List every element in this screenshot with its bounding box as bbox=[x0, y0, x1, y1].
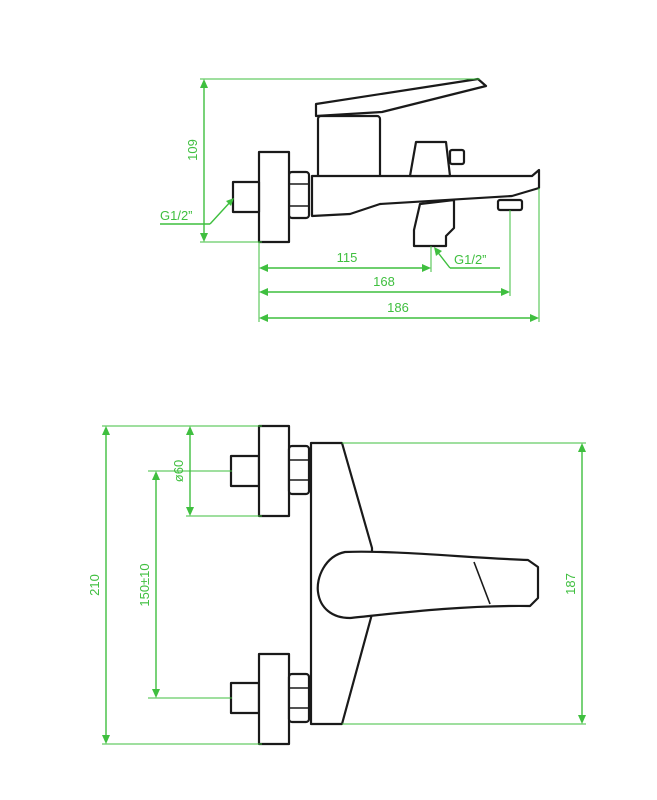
front-lever bbox=[316, 550, 540, 620]
shower-outlet bbox=[412, 198, 456, 248]
wall-flange bbox=[257, 150, 291, 244]
side-view-faucet bbox=[231, 77, 541, 248]
diverter-cap bbox=[448, 148, 466, 166]
diverter-knob bbox=[408, 140, 452, 178]
front-view-faucet bbox=[229, 424, 540, 746]
front-view-dimensions: 210 ø60 150±10 187 bbox=[87, 425, 586, 745]
dim-centers-label: 150±10 bbox=[137, 563, 152, 606]
upper-hex-nut bbox=[287, 444, 311, 496]
dim-total-height-label: 210 bbox=[87, 574, 102, 596]
inlet-thread-label: G1/2” bbox=[160, 208, 193, 223]
lower-inlet-pipe bbox=[229, 681, 261, 715]
upper-flange bbox=[257, 424, 291, 518]
dim-186-label: 186 bbox=[387, 300, 409, 315]
lever-handle bbox=[314, 77, 488, 118]
dim-body-height-label: 187 bbox=[563, 573, 578, 595]
dim-height-label: 109 bbox=[185, 139, 200, 161]
spout-body bbox=[310, 168, 541, 218]
upper-inlet-pipe bbox=[229, 454, 261, 488]
hex-nut bbox=[287, 170, 311, 220]
aerator bbox=[496, 198, 524, 212]
inlet-pipe bbox=[231, 180, 261, 214]
dim-115-label: 115 bbox=[337, 250, 358, 265]
cartridge-body bbox=[316, 114, 382, 180]
dim-168-label: 168 bbox=[373, 274, 395, 289]
lower-flange bbox=[257, 652, 291, 746]
side-view-dimensions: 109 G1/2” G1/2” 115 168 186 bbox=[160, 78, 540, 322]
outlet-thread-label: G1/2” bbox=[454, 252, 487, 267]
lower-hex-nut bbox=[287, 672, 311, 724]
